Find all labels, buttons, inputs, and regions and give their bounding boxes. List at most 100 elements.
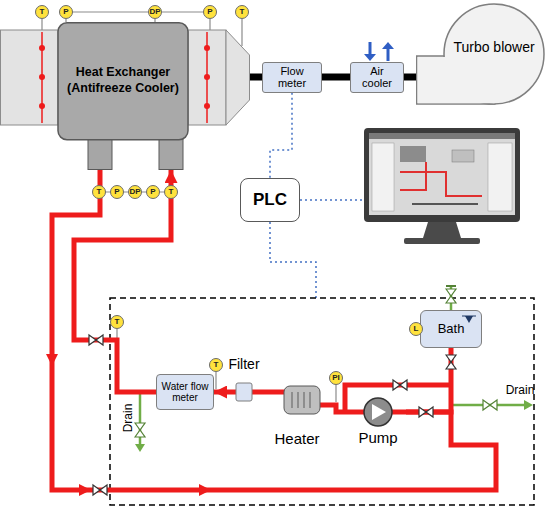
valve-symbol [419, 407, 433, 417]
node-label: T [115, 318, 120, 326]
screen-diagram [400, 162, 482, 196]
return-pipe [74, 170, 171, 392]
screen-panel [372, 143, 394, 211]
node-label: Pump [358, 429, 397, 447]
drain-label: Drain [122, 404, 135, 433]
air-in-arrow [369, 42, 372, 56]
pressure-indicator: PI [329, 371, 343, 385]
screen-panel [488, 143, 512, 211]
flow-arrow [79, 484, 91, 496]
probe-point [204, 103, 210, 109]
valve-symbol [89, 335, 103, 345]
recirculation-pipe [345, 385, 451, 412]
node-label: DP [149, 8, 160, 16]
signal-line [270, 93, 292, 178]
blower-outlet [417, 56, 495, 104]
air-out-arrow [387, 47, 390, 61]
node-label: Flow meter [266, 65, 318, 90]
duct-assembly [0, 22, 250, 170]
drain-line [139, 394, 142, 446]
probe-point [204, 45, 210, 51]
air-duct [404, 74, 416, 81]
filter-body [236, 383, 252, 401]
label-holder: Heat Exchanger (Antifreeze Cooler) [58, 22, 188, 140]
pump-outlet-pipe [324, 405, 350, 412]
node-label: L [414, 325, 419, 333]
water-flow-meter-box: Water flow meter [156, 374, 214, 410]
temperature-sensor: T [110, 315, 124, 329]
node-label: Water flow meter [160, 381, 210, 404]
node-label: P [150, 188, 155, 196]
node-label: Heat Exchanger (Antifreeze Cooler) [64, 65, 182, 96]
vent-cap [446, 285, 456, 287]
supply-pipe [52, 170, 496, 490]
sensor-wire [66, 11, 210, 12]
monitor-stand [423, 222, 461, 238]
node-label: T [240, 8, 245, 16]
outlet-duct [188, 30, 226, 125]
filter-symbol [224, 373, 264, 403]
air-duct [322, 74, 350, 81]
pump-impeller [372, 404, 386, 420]
node-label: Heater [274, 430, 319, 448]
drain-arrow [135, 444, 145, 452]
pump-symbol [350, 395, 406, 429]
flow-meter-box: Flow meter [262, 62, 322, 93]
probe-point [39, 103, 45, 109]
temperature-sensor: T [164, 185, 178, 199]
monitor-icon [364, 128, 520, 244]
temperature-sensor: T [209, 358, 223, 372]
level-triangle [465, 316, 473, 323]
node-label: Air cooler [354, 65, 400, 90]
node-label: Bath [438, 322, 465, 337]
node-label: DP [129, 188, 140, 196]
node-label: PI [332, 374, 340, 382]
blower-outlet-fill [418, 57, 495, 103]
coolant-arrows [364, 42, 394, 61]
drain-valve [135, 423, 145, 437]
node-label: T [214, 361, 219, 369]
heater-outlet-pipe [264, 390, 270, 395]
drain-valve [483, 400, 497, 410]
valve-symbol [93, 485, 107, 495]
temperature-sensor: T [35, 5, 49, 19]
heater-body [284, 386, 320, 414]
pump-body [364, 398, 392, 426]
valve-symbol [446, 355, 456, 369]
outlet-nozzle [226, 30, 250, 125]
pump: Pump [350, 395, 406, 447]
filter: Filter [224, 356, 264, 403]
flow-arrow [199, 484, 211, 496]
valve-symbol [393, 380, 407, 390]
heat-exchanger: Heat Exchanger (Antifreeze Cooler) [0, 22, 250, 170]
pressure-sensor: P [110, 185, 124, 199]
filter-outlet-pipe [214, 390, 224, 395]
monitor-screen [369, 133, 515, 215]
level-sensor: L [409, 322, 423, 336]
node-label: T [97, 188, 102, 196]
exchanger-body [58, 23, 188, 140]
signal-line [300, 199, 364, 201]
monitor-base [404, 238, 480, 244]
flow-arrow [46, 354, 58, 366]
node-label: P [63, 8, 68, 16]
probe-point [39, 74, 45, 80]
differential-pressure-sensor: DP [148, 5, 162, 19]
pressure-sensor: P [146, 185, 160, 199]
air-duct [250, 74, 262, 81]
drain-label: Drain [506, 384, 535, 397]
vent-valve [446, 289, 456, 303]
temperature-sensor: T [235, 5, 249, 19]
label-holder: Turbo blower [444, 30, 544, 64]
air-cooler-box: Air cooler [350, 62, 404, 93]
air-in-arrow [364, 54, 376, 61]
heater: Heater [270, 384, 324, 448]
node-label: T [40, 8, 45, 16]
differential-pressure-sensor: DP [128, 185, 142, 199]
screen-block [452, 150, 474, 162]
plc-box: PLC [240, 178, 300, 222]
heater-element [292, 392, 310, 408]
bath-tank: Bath [420, 310, 482, 348]
inlet-duct [1, 30, 59, 125]
node-label: PLC [253, 190, 287, 210]
